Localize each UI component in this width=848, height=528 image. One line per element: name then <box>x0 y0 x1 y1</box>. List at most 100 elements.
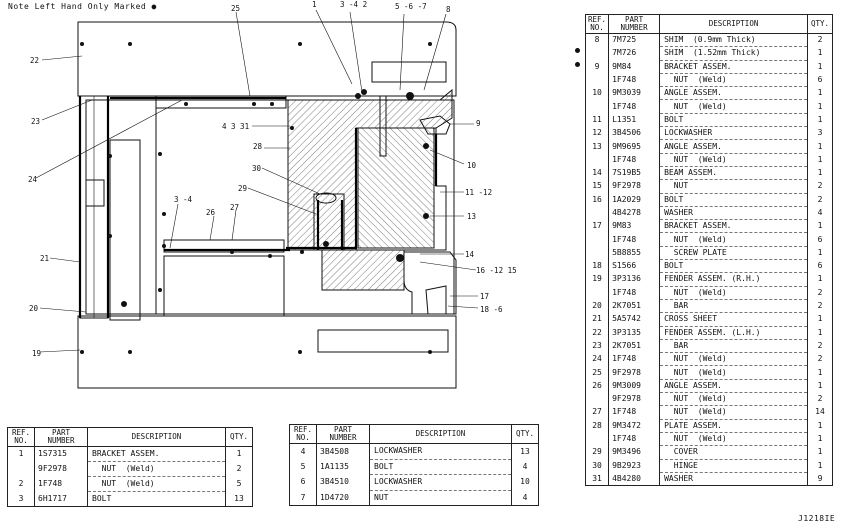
cell-qty: 10 <box>511 474 539 490</box>
callout-label: 3 -4 2 <box>340 0 367 9</box>
cell-part-number: 1F748 <box>608 153 661 167</box>
cell-part-number: 6H1717 <box>34 491 88 507</box>
cell-ref: 17 <box>584 219 610 233</box>
cell-part-number: 1A2029 <box>608 193 661 207</box>
callout-label: 14 <box>465 250 475 259</box>
cell-ref <box>584 73 610 87</box>
cell-qty: 2 <box>807 193 833 207</box>
cell-part-number: 2K7051 <box>608 339 661 353</box>
cell-part-number: 1F748 <box>608 99 661 114</box>
cell-qty: 1 <box>807 459 833 473</box>
cell-ref: 18 <box>584 259 610 273</box>
cell-part-number: 2K7051 <box>608 299 661 313</box>
cell-description: NUT (Weld) <box>87 476 226 492</box>
col-part-number: PART NUMBER <box>316 424 370 444</box>
cell-description: PLATE ASSEM. <box>659 419 808 433</box>
cell-ref: 14 <box>584 166 610 180</box>
cell-description: BOLT <box>659 113 808 128</box>
cell-part-number: 5A5742 <box>608 312 661 327</box>
callout-label: 17 <box>480 292 489 301</box>
col-qty: QTY. <box>807 14 833 34</box>
cell-ref <box>584 432 610 446</box>
cell-description: BEAM ASSEM. <box>659 166 808 181</box>
cell-description: FENDER ASSEM. (R.H.) <box>659 272 808 287</box>
callout-label: 23 <box>31 117 40 126</box>
cell-qty: 4 <box>511 459 539 475</box>
callout-label: 25 <box>231 4 240 13</box>
cell-part-number: 5B8855 <box>608 246 661 260</box>
cell-ref: 27 <box>584 405 610 420</box>
cell-qty: 1 <box>807 219 833 233</box>
cell-part-number: 3P3136 <box>608 272 661 287</box>
cell-ref: 26 <box>584 379 610 393</box>
cell-qty: 2 <box>807 352 833 366</box>
cell-description: BOLT <box>659 259 808 274</box>
cell-part-number: 7S19B5 <box>608 166 661 180</box>
cell-qty: 1 <box>807 379 833 393</box>
cell-part-number: 4B4280 <box>608 472 661 487</box>
callout-label: 10 <box>467 161 477 170</box>
callout-label: 21 <box>40 254 49 263</box>
callout-label: 4 3 31 <box>222 122 249 131</box>
cell-description: NUT (Weld) <box>659 73 808 88</box>
cell-description: SHIM (0.9mm Thick) <box>659 33 808 48</box>
cell-description: FENDER ASSEM. (L.H.) <box>659 326 808 340</box>
cell-part-number: 9F2978 <box>608 392 661 406</box>
cell-description: BRACKET ASSEM. <box>659 219 808 234</box>
cell-qty: 13 <box>225 491 253 507</box>
cell-part-number: 9M3472 <box>608 419 661 433</box>
cell-description: NUT (Weld) <box>659 365 808 380</box>
cell-part-number: 1F748 <box>34 476 88 492</box>
cell-qty: 1 <box>807 312 833 327</box>
cell-ref: 24 <box>584 352 610 366</box>
cell-part-number: 9F2978 <box>608 179 661 194</box>
cell-description: NUT (Weld) <box>659 153 808 167</box>
cell-ref: 19 <box>584 272 610 287</box>
table-row: 1F748 NUT (Weld)1 <box>584 99 833 114</box>
cell-description: NUT (Weld) <box>659 405 808 420</box>
cell-part-number: 9M9695 <box>608 139 661 154</box>
callout-labels: 25 1 3 -4 2 5 -6 -7 8 22 9 23 4 3 31 28 … <box>28 0 517 358</box>
cell-ref: 28 <box>584 419 610 433</box>
cell-ref: 12 <box>584 126 610 140</box>
cell-qty: 1 <box>807 272 833 287</box>
table-row: 1F748 NUT (Weld)6 <box>584 232 833 247</box>
cell-qty: 1 <box>225 446 253 462</box>
cell-ref <box>584 46 610 61</box>
cell-qty: 1 <box>807 99 833 114</box>
cell-ref: 5 <box>289 459 317 475</box>
cell-ref: 29 <box>584 445 610 459</box>
col-qty: QTY. <box>511 424 539 444</box>
cell-description: NUT (Weld) <box>659 286 808 300</box>
col-part-number: PART NUMBER <box>34 427 88 447</box>
cell-description: NUT (Weld) <box>659 232 808 247</box>
cell-part-number: 1S7315 <box>34 446 88 462</box>
cell-description: BAR <box>659 299 808 314</box>
cell-qty: 1 <box>807 113 833 127</box>
callout-label: 30 <box>252 164 262 173</box>
cell-part-number: 9M3496 <box>608 445 661 459</box>
cell-part-number: L1351 <box>608 113 661 127</box>
cell-description: CROSS SHEET <box>659 312 808 327</box>
cell-ref <box>7 461 35 477</box>
callout-label: 26 <box>206 208 216 217</box>
cell-ref: 1 <box>7 446 35 462</box>
cell-qty: 1 <box>807 432 833 446</box>
